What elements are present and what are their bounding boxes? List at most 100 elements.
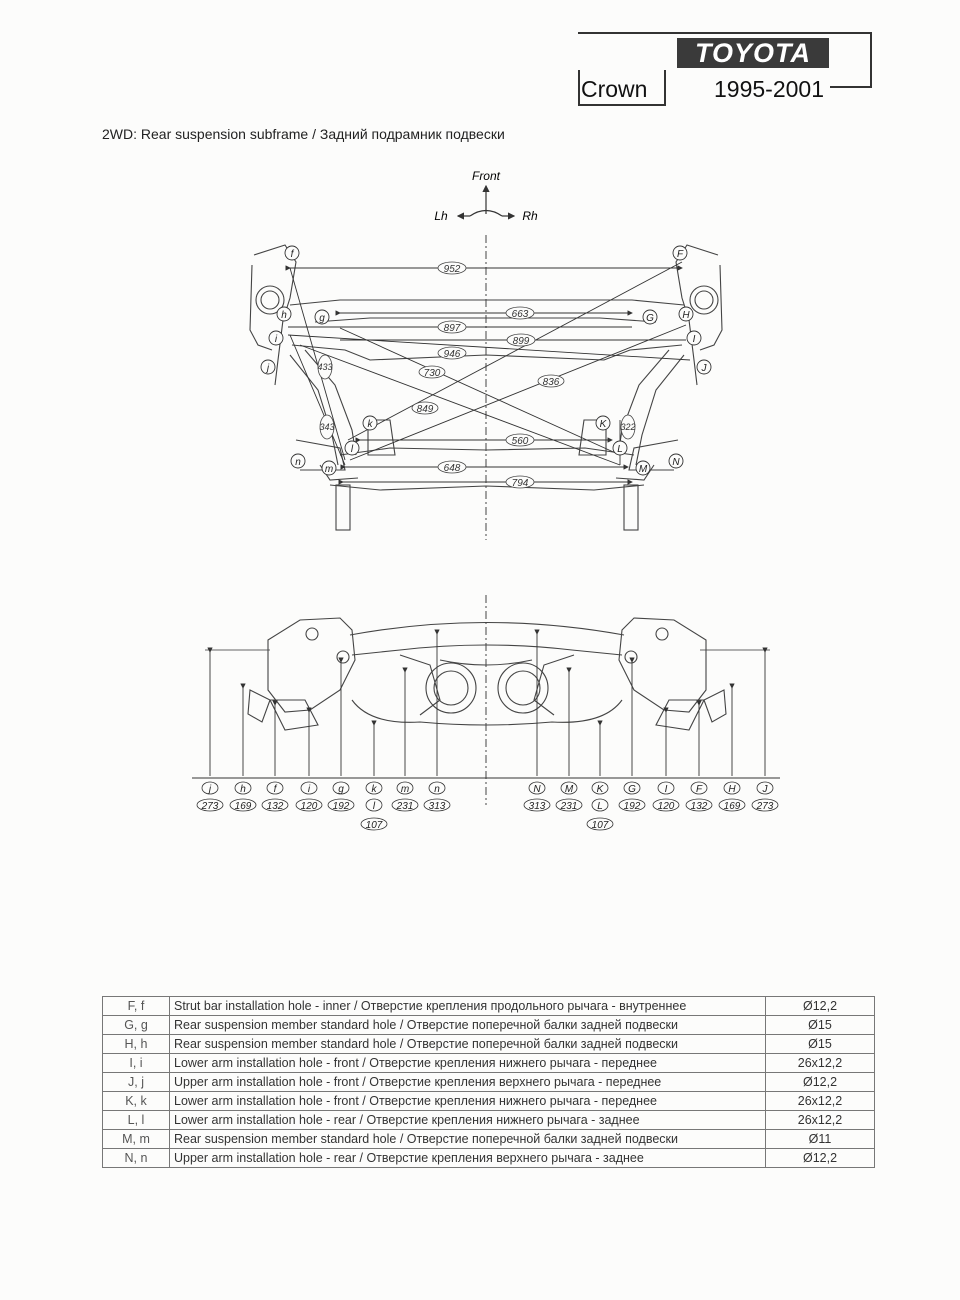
- height-left-j-label: j: [207, 784, 212, 795]
- right-lower-bracket: [703, 689, 727, 723]
- table-cell-code: F, f: [102, 996, 170, 1016]
- front-crossmember-top: [289, 299, 685, 306]
- diff-mount-left-inner: [433, 670, 469, 706]
- point-J: J: [696, 359, 712, 375]
- dim-322-text: 322: [620, 422, 635, 432]
- left-tower: [267, 617, 356, 713]
- height-left-m-label: m: [401, 784, 409, 795]
- dim-730: 730: [418, 365, 446, 379]
- table-cell-value: Ø15: [765, 1034, 875, 1054]
- point-h: h: [276, 306, 292, 322]
- height-right-N-value: 313: [529, 801, 546, 812]
- brand-block: TOYOTA Crown 1995-2001: [578, 30, 872, 106]
- diff-mount-right-inner: [505, 670, 541, 706]
- dim-line-730: [299, 344, 621, 466]
- left-bushing-inner: [260, 290, 280, 310]
- height-right-L-label: L: [597, 801, 603, 812]
- diff-mount-left: [425, 662, 477, 714]
- dim-663: 663: [505, 306, 535, 320]
- table-cell-desc: Strut bar installation hole - inner / От…: [169, 996, 766, 1016]
- table-cell-code: G, g: [102, 1015, 170, 1035]
- point-K-text: K: [600, 419, 608, 430]
- height-right-H-value: 169: [724, 801, 741, 812]
- point-f-text: f: [291, 249, 295, 260]
- point-F: F: [672, 245, 688, 261]
- point-l-text: l: [351, 444, 354, 455]
- diff-mount-right: [497, 662, 549, 714]
- right-mount-outline: [675, 244, 719, 386]
- height-right-G-label: G: [628, 784, 636, 795]
- table-cell-code: K, k: [102, 1091, 170, 1111]
- point-F-text: F: [677, 249, 684, 260]
- height-left-i-value: 120: [301, 801, 318, 812]
- height-right-J-value: 273: [756, 801, 774, 812]
- height-right-I-value: 120: [658, 801, 675, 812]
- dim-343-text: 343: [319, 422, 334, 432]
- right-rear-bracket: [628, 439, 679, 471]
- table-cell-desc: Rear suspension member standard hole / О…: [169, 1129, 766, 1149]
- height-left-l-label: l: [373, 801, 376, 812]
- dim-343: 343: [319, 414, 335, 440]
- top-view: [249, 235, 723, 540]
- table-cell-value: Ø12,2: [765, 1072, 875, 1092]
- height-right-N-label: N: [533, 784, 541, 795]
- left-bushing: [255, 285, 285, 315]
- point-J-text: J: [701, 363, 708, 374]
- point-n: n: [290, 453, 306, 469]
- dim-663-text: 663: [512, 309, 529, 320]
- crossmember-top-edge: [349, 621, 625, 636]
- table-cell-code: J, j: [102, 1072, 170, 1092]
- point-I: I: [686, 330, 702, 346]
- subframe-diagram: Front Lh Rh: [192, 169, 780, 831]
- table-cell-code: N, n: [102, 1148, 170, 1168]
- dim-899: 899: [506, 333, 536, 347]
- table-cell-desc: Rear suspension member standard hole / О…: [169, 1015, 766, 1035]
- left-side-arm: [289, 354, 339, 466]
- point-i: i: [268, 330, 284, 346]
- dimension-labels: 952 663 897 899 946 730 836 849 433 343 …: [317, 261, 636, 489]
- height-left-f-value: 132: [267, 801, 284, 812]
- front-crossmember-bottom: [291, 344, 683, 361]
- front-crossmember-rib: [314, 317, 657, 323]
- right-bushing: [689, 285, 719, 315]
- rh-label: Rh: [522, 209, 538, 223]
- height-left-g: g 192: [327, 781, 355, 812]
- dim-line-849: [347, 261, 683, 441]
- lh-label: Lh: [434, 209, 448, 223]
- right-lower-link: [615, 464, 655, 481]
- crossmember-bottom-edge: [351, 699, 623, 726]
- table-cell-value: Ø12,2: [765, 996, 875, 1016]
- height-left-kl-value: 107: [366, 820, 383, 831]
- right-tower-hole: [655, 627, 669, 641]
- dim-line-343: [289, 334, 346, 466]
- model-years: 1995-2001: [714, 76, 824, 102]
- height-left-g-value: 192: [333, 801, 350, 812]
- left-stub: [335, 484, 351, 531]
- dim-648-text: 648: [444, 463, 461, 474]
- table-cell-desc: Lower arm installation hole - rear / Отв…: [169, 1110, 766, 1130]
- model-frame: [578, 70, 666, 106]
- brand-frame: [578, 32, 872, 68]
- right-side-arm-inner: [617, 349, 670, 456]
- height-left-j: j 273: [196, 781, 224, 812]
- diff-bridge: [439, 659, 533, 666]
- dim-794-text: 794: [512, 478, 529, 489]
- height-left-g-label: g: [338, 784, 344, 795]
- height-left-j-value: 273: [201, 801, 219, 812]
- right-stub: [623, 484, 639, 531]
- point-H-text: H: [682, 310, 690, 321]
- crossmember-upper-rib: [351, 644, 623, 656]
- height-right-K-label: K: [597, 784, 605, 795]
